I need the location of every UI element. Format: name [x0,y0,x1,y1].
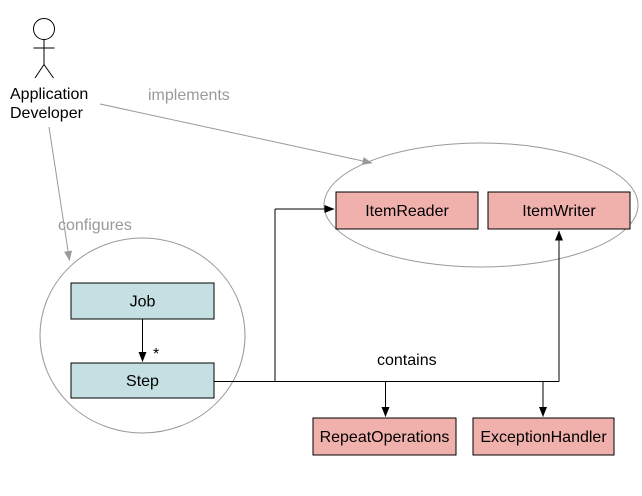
step-label: Step [126,373,159,390]
repeat-operations-node: RepeatOperations [312,417,457,456]
io-group-ellipse [323,142,639,268]
repeat-operations-box [312,417,457,456]
multiplicity-label: * [153,346,159,363]
step-box [70,362,215,399]
configures-edge [48,126,73,261]
item-writer-node: ItemWriter [487,191,631,230]
item-reader-node: ItemReader [335,191,479,230]
job-node: Job [70,282,215,320]
exception-handler-label: ExceptionHandler [480,429,607,446]
step-node: Step [70,362,215,399]
implements-edge [99,103,373,165]
exception-handler-box [472,417,615,456]
implements-label: implements [148,87,230,104]
configures-label: configures [58,217,132,234]
item-writer-label: ItemWriter [522,203,596,220]
actor-head-icon [33,18,55,40]
job-box [70,282,215,320]
actor-body-icon [33,39,55,79]
item-reader-box [335,191,479,230]
repeat-operations-label: RepeatOperations [320,429,450,446]
item-reader-label: ItemReader [365,203,449,220]
contains-connector [213,205,563,417]
actor-name-line1: Application [10,86,88,103]
job-label: Job [130,294,156,311]
core-group-circle [39,237,246,434]
exception-handler-node: ExceptionHandler [472,417,615,456]
contains-label: contains [377,352,437,369]
actor-name-line2: Developer [10,105,84,122]
item-writer-box [487,191,631,230]
actor-figure: Application Developer [10,18,88,122]
